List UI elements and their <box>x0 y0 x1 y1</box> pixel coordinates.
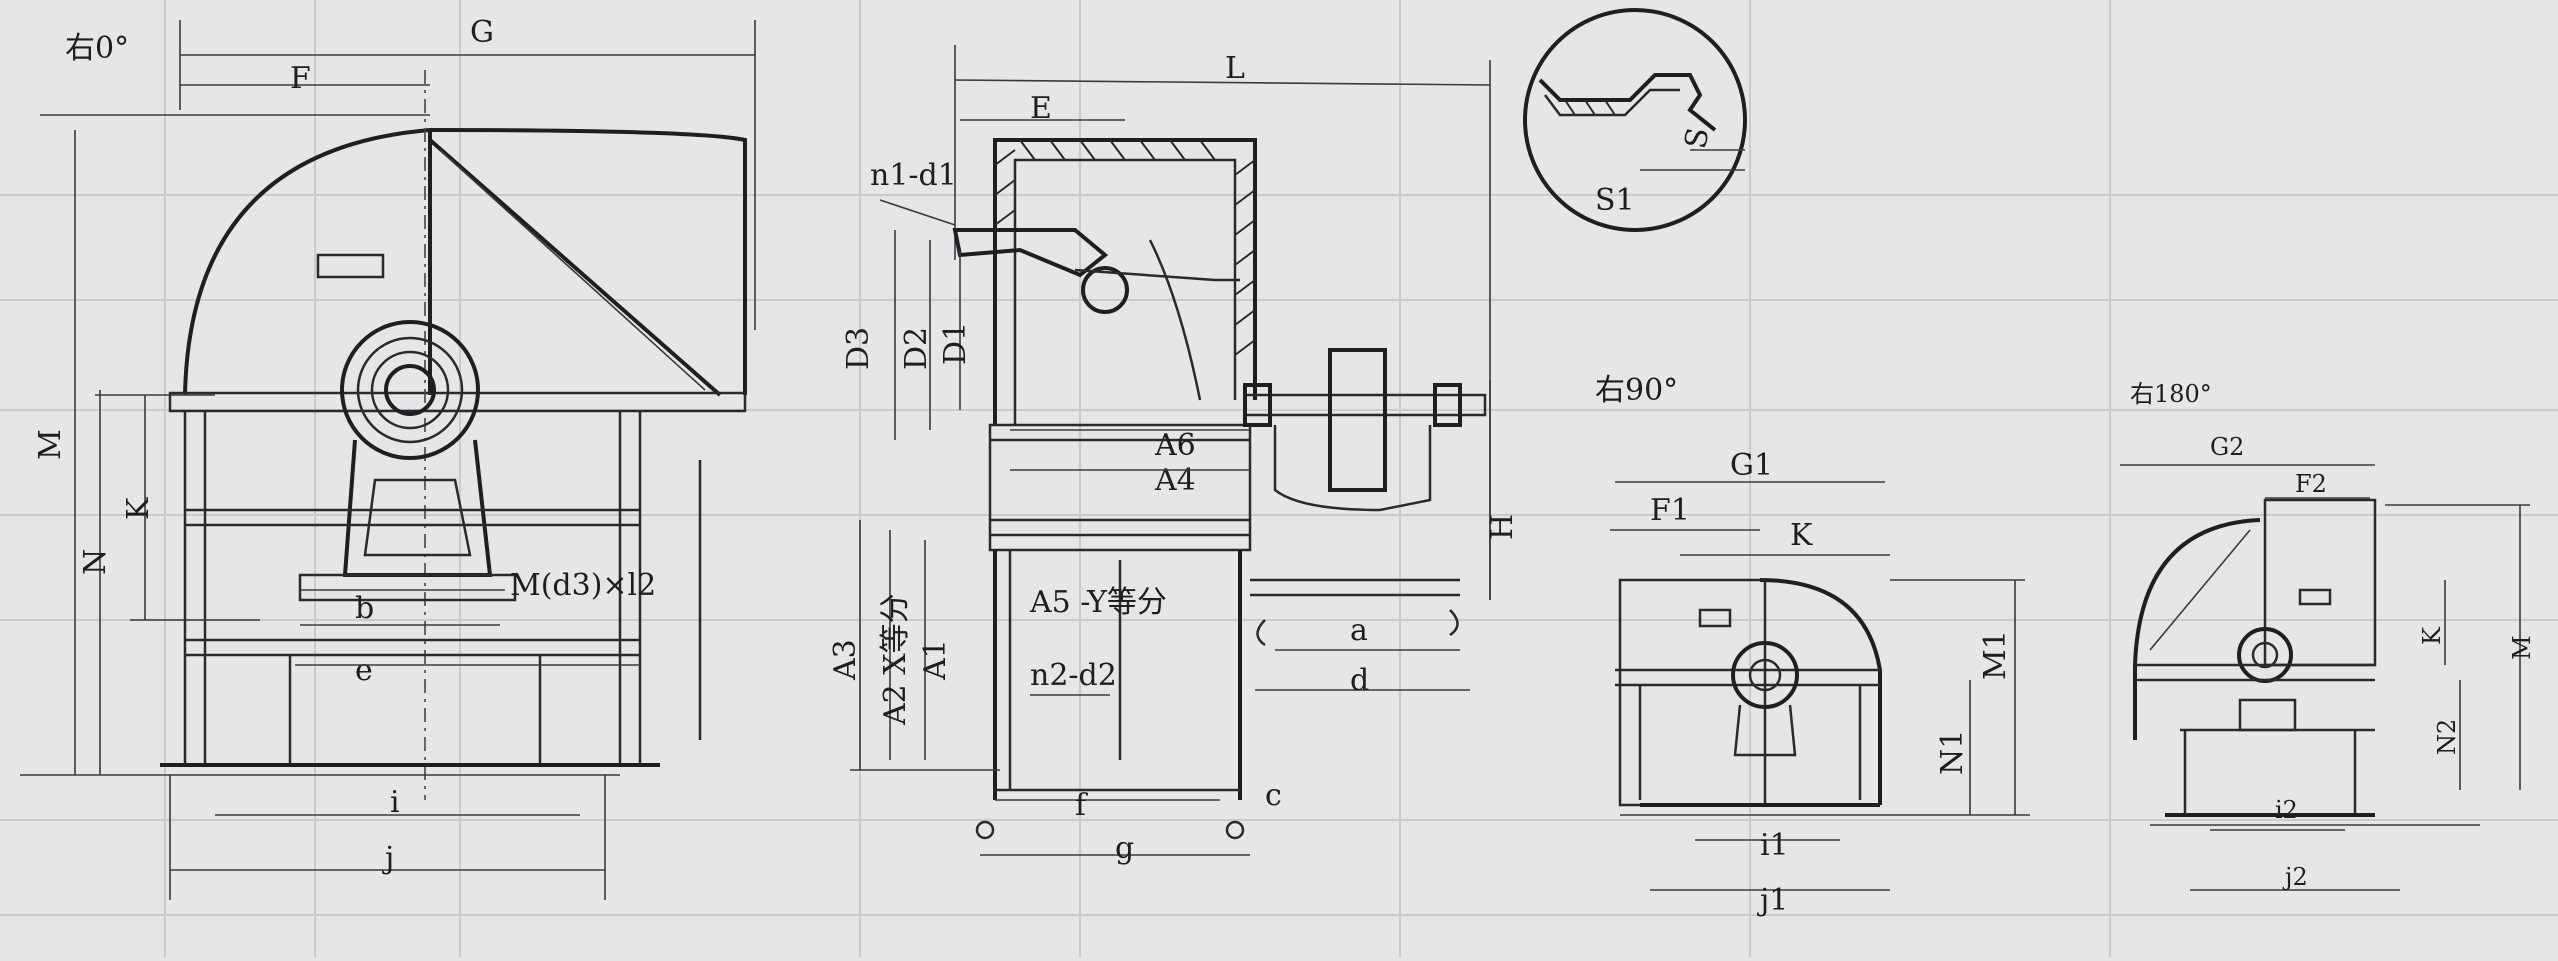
motor-base <box>298 573 517 602</box>
coupling-left <box>1243 383 1272 427</box>
dim-N: N <box>78 549 113 575</box>
coupling-right <box>1433 383 1462 427</box>
view-right-90-title: 右90° <box>1595 373 1678 408</box>
dim-e: e <box>355 653 373 688</box>
dim-F: F <box>290 61 311 96</box>
view-right-90: 右90° G1 F1 K M1 N1 i1 j1 <box>1595 373 2030 918</box>
dim-A2-X: A2 X等分 <box>878 593 913 726</box>
dim-f: f <box>1075 788 1088 823</box>
housing-outer <box>993 138 1257 425</box>
dim-N2: N2 <box>2433 719 2461 755</box>
label-S1: S1 <box>1595 183 1635 218</box>
dim-A4: A4 <box>1154 463 1196 498</box>
view-right-0-title: 右0° <box>65 31 129 66</box>
r180-outlet-box <box>2263 498 2377 667</box>
dim-N1: N1 <box>1935 730 1970 775</box>
label-A5-Y: A5 -Y等分 <box>1029 585 1167 620</box>
shaft <box>1243 393 1487 417</box>
dim-b: b <box>355 591 374 626</box>
dim-G: G <box>470 15 494 50</box>
dim-A6: A6 <box>1154 428 1196 463</box>
dim-D3: D3 <box>841 327 876 370</box>
r90-inlet-box <box>1618 578 1767 807</box>
frame-upper <box>988 423 1252 552</box>
r90-housing <box>1759 578 1882 805</box>
dim-c: c <box>1265 778 1282 813</box>
fan-housing-left <box>183 127 432 396</box>
detail-circle: S1 S <box>1523 8 1747 232</box>
dim-j2: j2 <box>2282 863 2308 891</box>
dim-M1: M1 <box>1978 630 2013 680</box>
view-right-0: 右0° <box>20 15 756 900</box>
dim-H: H <box>1485 514 1520 540</box>
dim-A1: A1 <box>918 639 953 681</box>
dim-G2: G2 <box>2210 433 2244 461</box>
dim-i2: i2 <box>2275 796 2298 824</box>
r180-housing <box>2133 518 2261 740</box>
dim-a: a <box>1350 613 1368 648</box>
view-right-180-title: 右180° <box>2130 380 2212 408</box>
inlet-duct <box>952 228 1109 278</box>
dim-D1: D1 <box>938 322 973 365</box>
motor-spec-label: M(d3)×l2 <box>510 568 656 603</box>
dim-K: K <box>1790 518 1813 553</box>
outlet-strut <box>428 138 722 397</box>
fan-housing-top <box>429 128 747 395</box>
dim-d: d <box>1350 663 1369 698</box>
dim-E: E <box>1030 91 1052 126</box>
dim-K-180: K <box>2418 626 2446 645</box>
view-side: L E n1-d1 D3 D2 <box>828 45 1520 866</box>
dim-M: M <box>33 429 68 460</box>
dim-F2: F2 <box>2295 470 2327 498</box>
dim-i: i <box>390 785 400 820</box>
dim-i1: i1 <box>1760 828 1789 863</box>
dim-j1: j1 <box>1757 883 1788 918</box>
dim-g: g <box>1115 831 1134 866</box>
bearing-hub <box>340 320 480 460</box>
pulley <box>1328 348 1387 492</box>
dim-j: j <box>382 841 394 876</box>
dim-G1: G1 <box>1730 448 1773 483</box>
dim-K: K <box>121 497 156 520</box>
dim-M-180: M <box>2508 635 2536 660</box>
detail-outline <box>1523 8 1747 232</box>
dim-L: L <box>1225 51 1245 86</box>
view-right-180: 右180° G2 F2 K M N2 i2 j2 <box>2120 380 2536 891</box>
dim-D2: D2 <box>899 327 934 370</box>
nameplate <box>316 253 385 279</box>
dim-A3: A3 <box>828 639 863 681</box>
impeller-hub <box>1081 266 1129 314</box>
r90-hub <box>1731 641 1799 709</box>
label-n1-d1: n1-d1 <box>870 158 957 193</box>
label-n2-d2: n2-d2 <box>1030 658 1117 693</box>
dim-F1: F1 <box>1650 493 1690 528</box>
